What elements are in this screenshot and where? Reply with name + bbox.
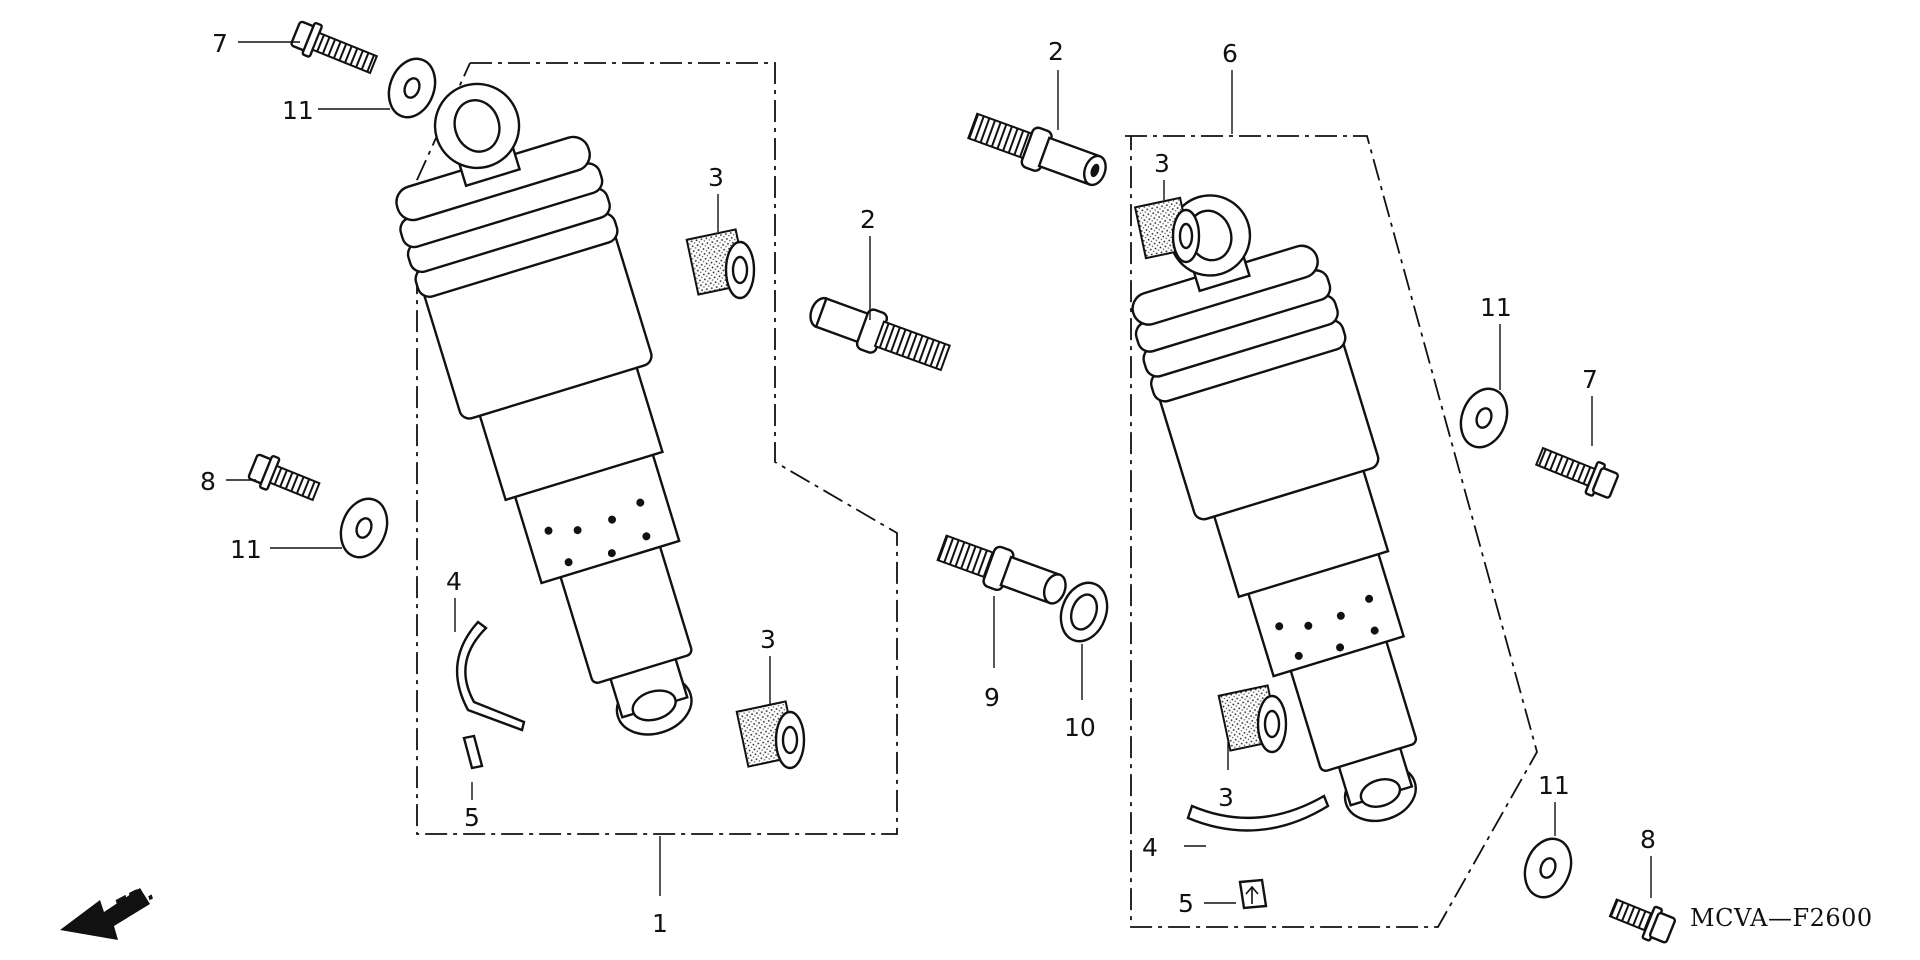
callout-7: 7	[1582, 365, 1598, 394]
bushing-upper-right	[1133, 196, 1201, 264]
diagram-code: MCVA—F2600	[1690, 904, 1873, 932]
washer-11-bottom-right	[1523, 837, 1573, 899]
callout-3: 3	[1154, 149, 1170, 178]
washer-11-mid-left	[339, 497, 389, 559]
callout-7: 7	[212, 29, 228, 58]
callout-11: 11	[1538, 771, 1570, 800]
callout-8: 8	[200, 467, 216, 496]
callout-10: 10	[1064, 713, 1096, 742]
callout-3: 3	[708, 163, 724, 192]
flange-bolt-8-mid-left	[247, 453, 321, 502]
stud-bolt-upper	[967, 112, 1107, 187]
callout-2: 2	[860, 205, 876, 234]
callout-3: 3	[1218, 783, 1234, 812]
bushing-upper-left	[685, 228, 756, 300]
flange-bolt-8-bottom-right	[1608, 898, 1676, 944]
callout-8: 8	[1640, 825, 1656, 854]
left-shock-absorber	[395, 82, 693, 736]
callout-11: 11	[1480, 293, 1512, 322]
leader-lines	[226, 41, 1652, 904]
label-strip-4-right	[1186, 794, 1330, 832]
right-assembly-boundary	[1125, 135, 1538, 928]
bushing-lower-left	[735, 700, 806, 770]
callout-6: 6	[1222, 39, 1238, 68]
callout-5: 5	[1178, 889, 1194, 918]
label-5-left	[462, 734, 484, 770]
washer-11-mid-right	[1459, 387, 1509, 449]
callout-11: 11	[282, 96, 314, 125]
stud-bolt-middle	[809, 296, 951, 372]
right-shock-absorber	[1131, 194, 1418, 823]
callout-3: 3	[760, 625, 776, 654]
washer-10	[1059, 581, 1109, 643]
front-direction-arrow: FR.	[60, 880, 159, 940]
callout-1: 1	[652, 909, 668, 938]
callout-4: 4	[1142, 833, 1158, 862]
stud-bolt-lower	[936, 534, 1067, 605]
washer-11-top-left	[387, 57, 437, 119]
label-5-right	[1238, 878, 1268, 910]
callout-5: 5	[464, 803, 480, 832]
callout-4: 4	[446, 567, 462, 596]
label-strip-4-left	[455, 620, 526, 732]
bushing-lower-right	[1217, 684, 1288, 754]
flange-bolt-7-top-left	[290, 20, 379, 75]
callout-2: 2	[1048, 37, 1064, 66]
flange-bolt-7-right	[1534, 446, 1619, 499]
callout-9: 9	[984, 683, 1000, 712]
callout-numbers: 7 11 8 11 4 5 1 3 3 2 2 6 3 11 7 9 10 3 …	[200, 29, 1656, 938]
callout-11: 11	[230, 535, 262, 564]
